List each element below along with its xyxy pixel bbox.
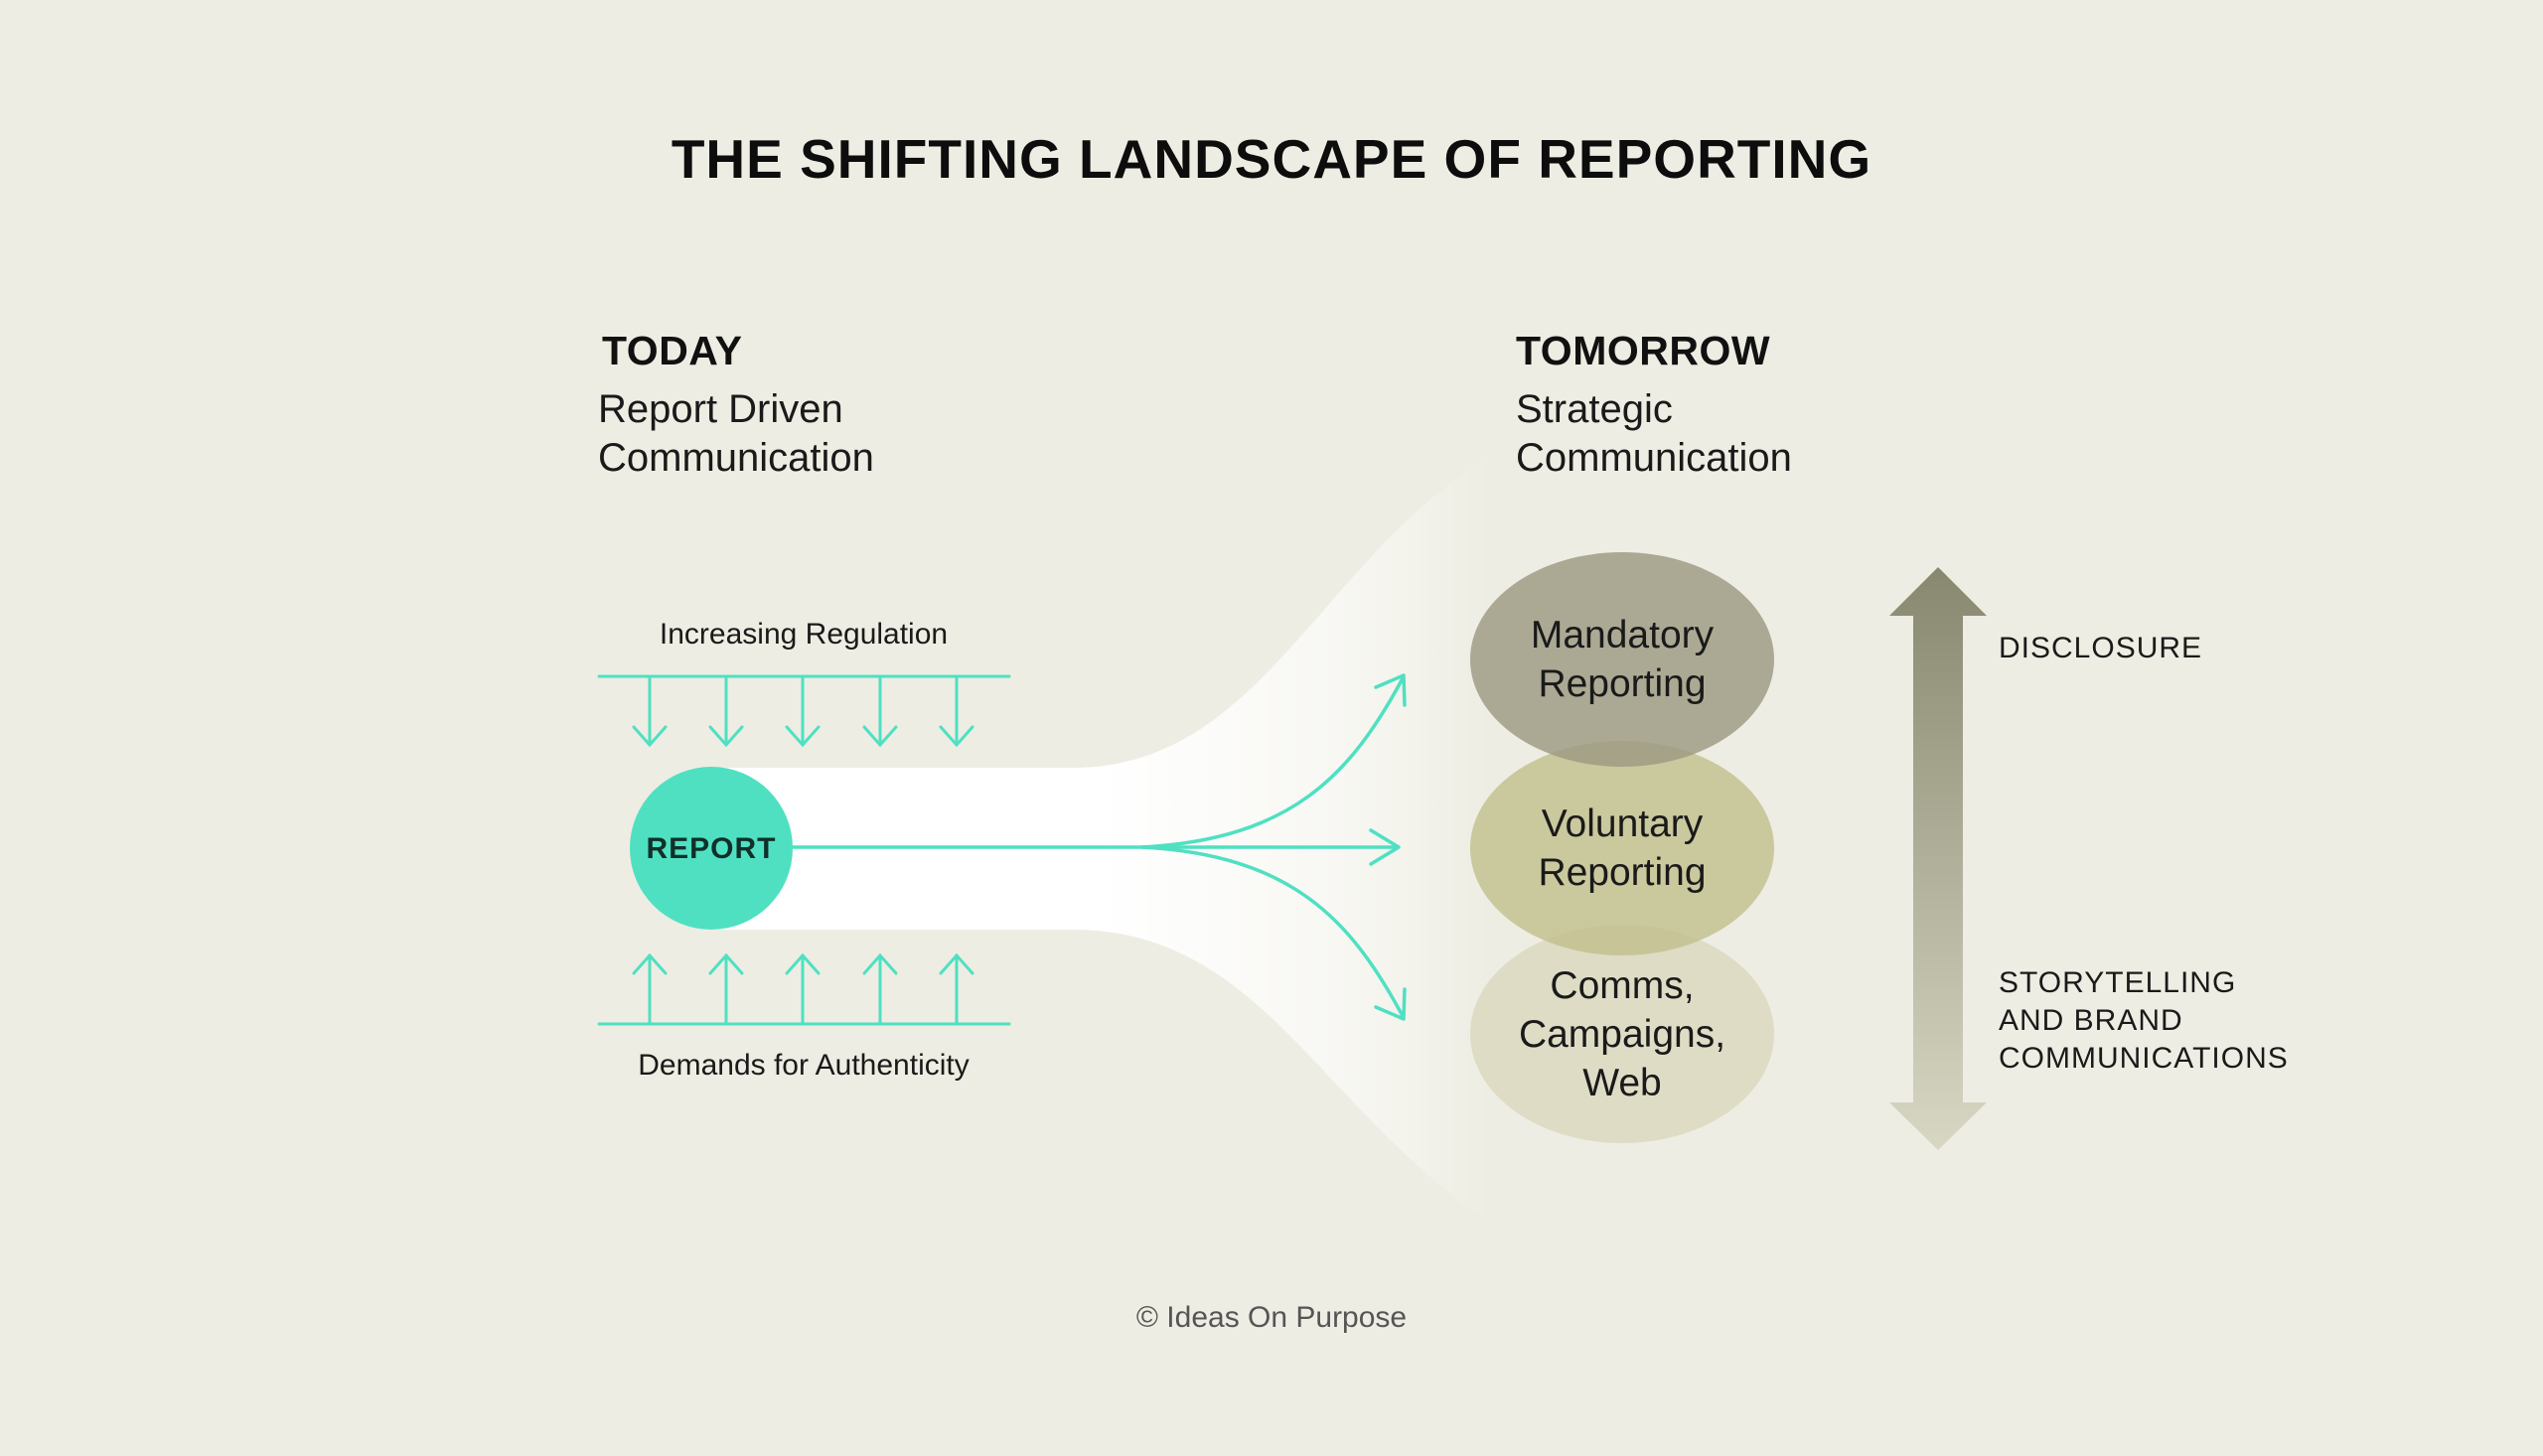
upper-branch-curve xyxy=(1140,676,1405,849)
funnel-shape xyxy=(710,457,1490,1222)
page-title: THE SHIFTING LANDSCAPE OF REPORTING xyxy=(671,128,1872,190)
ellipse-voluntary xyxy=(1470,741,1774,955)
down-arrow xyxy=(708,674,744,748)
up-arrow xyxy=(862,952,898,1026)
regulation-pressure xyxy=(597,674,1011,748)
ellipse-comms xyxy=(1470,925,1774,1143)
ellipse-label-line: Mandatory xyxy=(1530,614,1715,656)
demands-authenticity-label: Demands for Authenticity xyxy=(638,1049,970,1082)
up-arrow xyxy=(785,952,821,1026)
today-subtitle-line: Communication xyxy=(598,436,874,480)
down-arrow xyxy=(632,674,668,748)
ellipse-label-line: Comms, xyxy=(1550,964,1695,1007)
tomorrow-subtitle-line: Communication xyxy=(1516,436,1792,480)
tomorrow-heading: TOMORROW xyxy=(1516,328,1771,373)
today-subtitle: Report Driven Communication xyxy=(598,385,874,483)
up-arrow xyxy=(632,952,668,1026)
middle-arrowhead xyxy=(1369,828,1401,866)
up-arrow xyxy=(939,952,974,1026)
ellipse-mandatory xyxy=(1470,552,1774,767)
lower-branch-curve xyxy=(1140,845,1405,1018)
ellipse-label-line: Web xyxy=(1582,1062,1662,1104)
voluntary-reporting-label: Voluntary Reporting xyxy=(1470,800,1774,897)
down-arrow xyxy=(862,674,898,748)
ellipse-label-line: Campaigns, xyxy=(1518,1013,1726,1056)
ellipse-label-line: Reporting xyxy=(1538,662,1707,705)
storytelling-label: STORYTELLING AND BRAND COMMUNICATIONS xyxy=(1999,964,2289,1078)
ellipse-label-line: Reporting xyxy=(1538,851,1707,894)
today-heading: TODAY xyxy=(602,328,743,373)
up-arrow xyxy=(708,952,744,1026)
copyright-footer: © Ideas On Purpose xyxy=(1135,1301,1408,1334)
upper-arrowhead xyxy=(1374,673,1407,707)
branch-arrows xyxy=(788,673,1407,1021)
disclosure-scale-arrow xyxy=(1889,567,1987,1150)
storytelling-label-line: AND BRAND xyxy=(1999,1004,2183,1037)
increasing-regulation-label: Increasing Regulation xyxy=(659,618,949,651)
storytelling-label-line: STORYTELLING xyxy=(1999,966,2237,999)
ellipse-label-line: Voluntary xyxy=(1541,802,1704,845)
disclosure-label: DISCLOSURE xyxy=(1999,632,2203,664)
today-subtitle-line: Report Driven xyxy=(598,387,843,431)
tomorrow-subtitle: Strategic Communication xyxy=(1516,385,1792,483)
down-arrow xyxy=(939,674,974,748)
mandatory-reporting-label: Mandatory Reporting xyxy=(1470,611,1774,708)
tomorrow-subtitle-line: Strategic xyxy=(1516,387,1673,431)
storytelling-label-line: COMMUNICATIONS xyxy=(1999,1042,2289,1075)
report-circle xyxy=(630,767,793,930)
report-label: REPORT xyxy=(646,832,777,865)
lower-arrowhead xyxy=(1374,987,1407,1021)
comms-campaigns-web-label: Comms, Campaigns, Web xyxy=(1470,961,1774,1107)
authenticity-pressure xyxy=(597,952,1011,1026)
down-arrow xyxy=(785,674,821,748)
